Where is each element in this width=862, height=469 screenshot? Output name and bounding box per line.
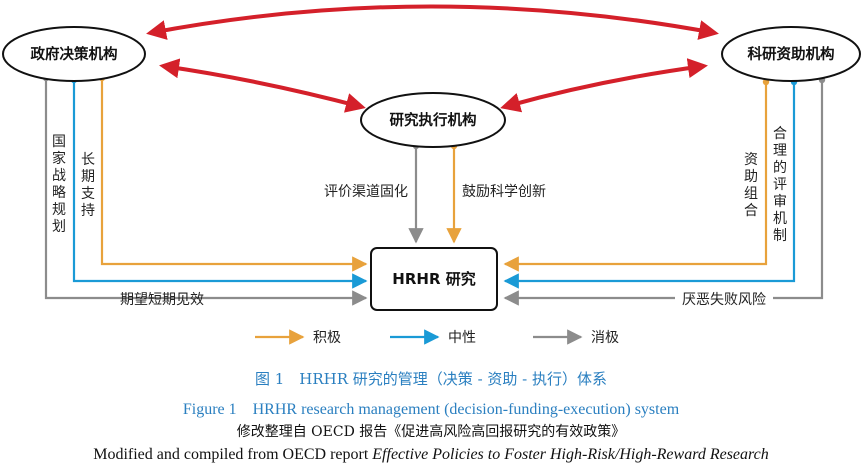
exec-node-label: 研究执行机构: [390, 111, 477, 129]
source-note-en-prefix: Modified and compiled from OECD report: [93, 446, 373, 463]
fund-node-label: 科研资助机构: [748, 45, 835, 63]
label-reasonable-review: 合理的评审机制: [773, 126, 787, 244]
hrhr-node-label: HRHR 研究: [392, 270, 475, 288]
gov-neutral-line: [72, 80, 368, 289]
legend-positive-label: 积极: [313, 330, 341, 346]
label-risk-averse: 厌恶失败风险: [682, 292, 766, 308]
gov-negative-line: [44, 78, 368, 306]
gov-positive-line: [100, 78, 368, 272]
figure-caption-zh: 图 1 HRHR 研究的管理（决策 - 资助 - 执行）体系: [254, 370, 608, 388]
legend: 积极 中性 消极: [255, 329, 619, 346]
management-system-diagram: 政府决策机构 科研资助机构 研究执行机构 HRHR 研究 国家战略规划 长期支持…: [2, 4, 861, 346]
source-note-en: Modified and compiled from OECD report E…: [0, 446, 862, 464]
fund-node: 科研资助机构: [721, 26, 861, 82]
label-eval-fixed: 评价渠道固化: [324, 184, 408, 200]
gov-node: 政府决策机构: [2, 26, 146, 82]
source-note-zh: 修改整理自 OECD 报告《促进高风险高回报研究的有效政策》: [236, 424, 626, 440]
label-encourage: 鼓励科学创新: [462, 184, 546, 200]
legend-negative-label: 消极: [591, 330, 619, 346]
exec-node: 研究执行机构: [360, 92, 506, 148]
fund-neutral-line: [503, 82, 796, 289]
label-national-strategy: 国家战略规划: [52, 134, 66, 235]
fund-exec-interaction-arrow: [500, 58, 708, 113]
label-funding-mix: 资助组合: [744, 152, 758, 219]
hrhr-node: HRHR 研究: [370, 247, 498, 311]
fund-positive-line: [503, 82, 768, 272]
gov-node-label: 政府决策机构: [31, 45, 118, 63]
figure-caption-en: Figure 1 HRHR research management (decis…: [182, 401, 680, 418]
gov-fund-interaction-arrow: [146, 4, 719, 40]
label-short-term: 期望短期见效: [120, 292, 204, 308]
legend-neutral-label: 中性: [448, 330, 476, 346]
fund-negative-line: [503, 80, 824, 306]
source-note-en-title: Effective Policies to Foster High-Risk/H…: [372, 446, 769, 463]
label-long-term-support: 长期支持: [81, 152, 95, 219]
gov-exec-interaction-arrow: [159, 58, 366, 113]
